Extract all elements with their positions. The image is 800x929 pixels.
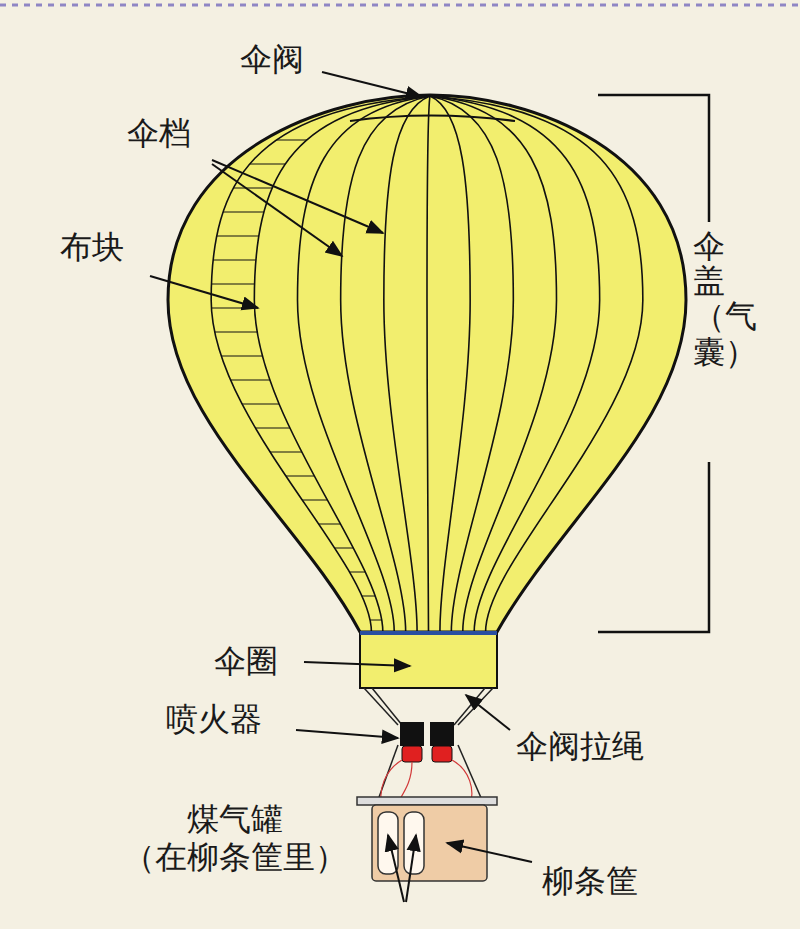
burner-nozzle: [432, 746, 452, 762]
panel-seam: [150, 499, 450, 500]
crown-ring: [350, 116, 515, 122]
panel-seam: [150, 427, 450, 428]
part-label: 煤气罐 （在柳条筐里）: [92, 800, 377, 877]
gore-line: [211, 96, 430, 632]
part-label: 伞圈: [214, 642, 278, 680]
burner: [430, 722, 454, 746]
burner: [400, 722, 424, 746]
gore-line: [298, 96, 431, 632]
gore-line: [427, 96, 430, 632]
top-border: [0, 4, 800, 7]
panel-seam: [150, 259, 450, 260]
panel-seam: [150, 595, 450, 596]
part-label: 伞档: [127, 114, 191, 152]
part-label: 柳条筐: [542, 862, 638, 900]
fabric-panels: [150, 140, 450, 620]
panel-seam: [150, 331, 450, 332]
panel-seam: [150, 523, 450, 524]
part-label: 喷火器: [166, 700, 262, 738]
envelope: [168, 95, 686, 632]
panel-seam: [150, 403, 450, 404]
leader-lines: [150, 72, 532, 902]
panel-seam: [150, 451, 450, 452]
panel-seam: [150, 475, 450, 476]
panel-seam: [150, 547, 450, 548]
panel-seam: [150, 163, 450, 164]
panel-seam: [150, 379, 450, 380]
vertical-label: 伞盖（气囊）: [693, 225, 725, 374]
panel-seam: [150, 283, 450, 284]
part-label: 布块: [60, 228, 124, 266]
gore-line: [430, 96, 643, 632]
gore-line: [341, 96, 430, 632]
panel-seam: [150, 235, 450, 236]
basket-rim: [357, 797, 497, 805]
panel-seam: [150, 211, 450, 212]
gore-lines: [211, 96, 643, 632]
panel-seam: [150, 139, 450, 140]
panel-seam: [150, 307, 450, 308]
gore-line: [430, 96, 557, 632]
skirt-band: [360, 631, 497, 635]
gore-line: [430, 96, 600, 632]
part-label: 伞阀: [240, 40, 304, 78]
panel-seam: [150, 355, 450, 356]
panel-seam: [150, 187, 450, 188]
gore-line: [254, 96, 430, 632]
skirt: [360, 632, 497, 688]
panel-seam: [150, 571, 450, 572]
gore-line: [384, 96, 430, 632]
part-label: 伞阀拉绳: [516, 727, 644, 765]
burner-nozzle: [402, 746, 422, 762]
panel-seam: [150, 619, 450, 620]
